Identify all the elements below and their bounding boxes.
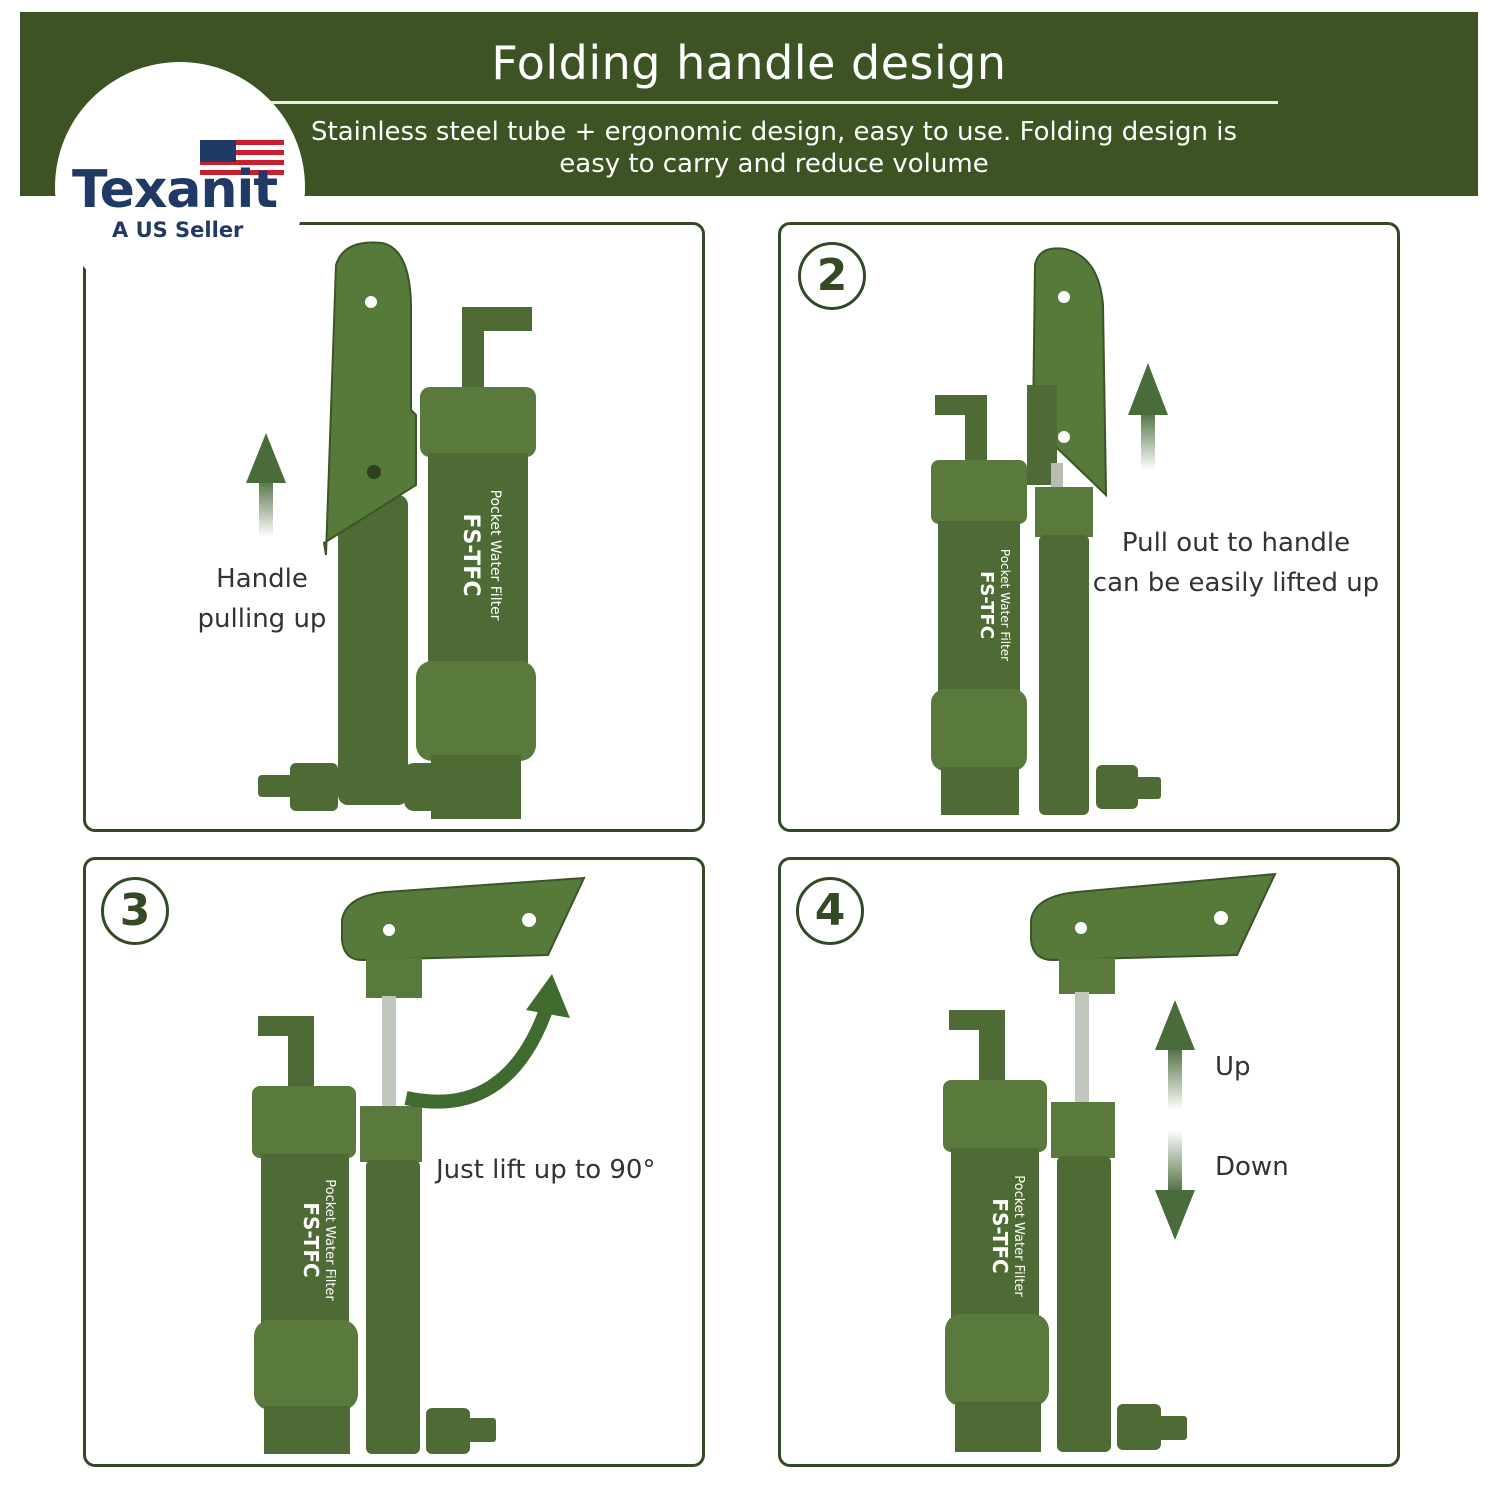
- filter-illustration-3: FS-TFC Pocket Water Filter: [252, 876, 586, 1454]
- product-label: Pocket Water Filter: [487, 490, 503, 621]
- step-number-4: 4: [796, 877, 864, 945]
- svg-text:FS-TFC: FS-TFC: [988, 1198, 1012, 1273]
- page-title: Folding handle design: [491, 36, 1007, 90]
- step-4-caption-down: Down: [1215, 1152, 1289, 1182]
- svg-text:FS-TFC: FS-TFC: [976, 571, 997, 639]
- handle-plate: [341, 876, 586, 962]
- handle-tube: [338, 495, 408, 805]
- arrow-down-icon: [1155, 1130, 1195, 1240]
- svg-text:Pocket Water Filter: Pocket Water Filter: [322, 1179, 337, 1301]
- step-2-caption: Pull out to handle can be easily lifted …: [1092, 528, 1380, 598]
- seller-tagline: A US Seller: [112, 218, 244, 242]
- arrow-up-icon: [1155, 1000, 1195, 1110]
- title-divider: [228, 101, 1278, 104]
- seller-logo-badge: [55, 62, 305, 312]
- handle-plate: [1030, 872, 1277, 962]
- step-1-caption: Handle pulling up: [197, 564, 327, 634]
- us-flag-icon: [200, 140, 284, 180]
- step-panel-1: FS-TFC Pocket Water Filter Handle pullin…: [83, 222, 705, 832]
- svg-text:Pocket Water Filter: Pocket Water Filter: [1011, 1175, 1026, 1297]
- filter-illustration-2: FS-TFC Pocket Water Filter: [931, 247, 1168, 815]
- svg-text:Pocket Water Filter: Pocket Water Filter: [998, 549, 1012, 661]
- curved-arrow-icon: [404, 974, 570, 1109]
- step-number-3: 3: [101, 877, 169, 945]
- page-subtitle: Stainless steel tube + ergonomic design,…: [311, 117, 1237, 179]
- filter-illustration-1: FS-TFC Pocket Water Filter: [246, 241, 536, 819]
- arrow-up-icon: [1128, 363, 1168, 470]
- svg-text:FS-TFC: FS-TFC: [299, 1202, 323, 1277]
- step-panel-4: 4 FS-TFC Pocket Water Filter Up Down: [778, 857, 1400, 1467]
- filter-illustration-4: FS-TFC Pocket Water Filter: [943, 872, 1277, 1452]
- seller-brand: Texanit: [72, 160, 278, 220]
- step-panel-2: 2 FS-TFC Pocket Water Filter Pull out to…: [778, 222, 1400, 832]
- step-panel-3: 3 FS-TFC Pocket Water Filter Just lift u…: [83, 857, 705, 1467]
- handle-plate: [322, 241, 417, 556]
- product-brand: FS-TFC: [458, 514, 483, 597]
- arrow-up-icon: [246, 433, 286, 537]
- step-number-2: 2: [798, 242, 866, 310]
- step-4-caption-up: Up: [1215, 1052, 1251, 1082]
- step-3-caption: Just lift up to 90°: [436, 1155, 656, 1185]
